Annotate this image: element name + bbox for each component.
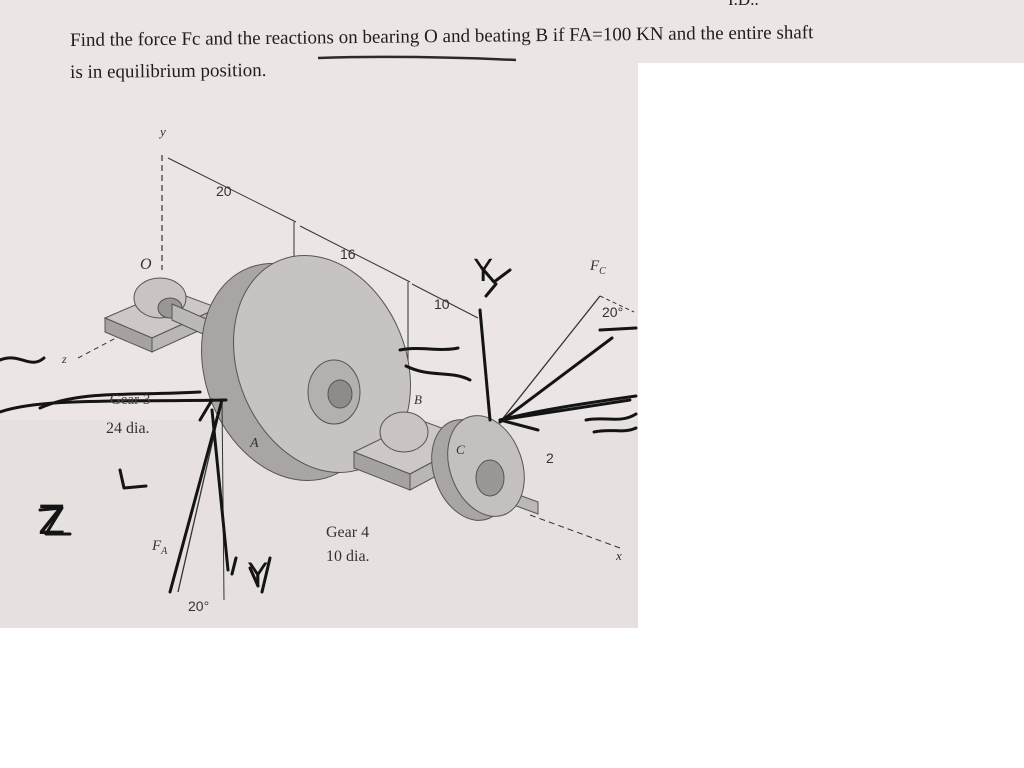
force-fa-label: FA	[152, 538, 167, 557]
gear-a-diameter: 24 dia.	[106, 420, 150, 437]
fa-angle: 20°	[188, 598, 210, 614]
force-fa-main: F	[152, 538, 162, 554]
handwritten-y-bottom: Y	[248, 556, 268, 594]
label-c: C	[456, 442, 465, 457]
force-fc-sub: C	[599, 266, 606, 277]
gear4-label-line2: 10 dia.	[326, 548, 370, 565]
z-axis-label: z	[62, 352, 67, 366]
dim-16-leader	[299, 225, 411, 283]
x-axis-label: x	[616, 548, 622, 563]
force-fa-sub: A	[161, 546, 168, 557]
dim-20: 20	[216, 183, 232, 199]
force-fc-label: FC	[590, 258, 606, 277]
white-cutout	[638, 63, 1024, 628]
handwritten-marks	[0, 266, 638, 594]
gear-a-struck-label: Gear 3	[110, 392, 151, 408]
label-a: A	[250, 436, 259, 451]
gear4-label-line1: Gear 4	[326, 524, 370, 541]
gear-c	[431, 415, 525, 521]
origin-label: O	[140, 256, 152, 273]
problem-statement-line2: is in equilibrium position.	[70, 59, 267, 83]
dim-20-leader	[167, 157, 297, 223]
dim-10-leader	[411, 283, 479, 319]
fc-arrow-line	[499, 295, 601, 423]
fc-ref-line	[599, 295, 635, 313]
fa-vertical-ref	[221, 399, 225, 601]
handwritten-z: Z	[38, 498, 66, 544]
label-b: B	[414, 392, 422, 407]
gear-a	[201, 254, 411, 482]
fc-angle: 20°	[602, 304, 624, 320]
handwritten-y-top: Y	[474, 254, 493, 289]
force-fc-main: F	[590, 258, 600, 274]
y-axis-label: y	[160, 124, 166, 139]
dim-2: 2	[546, 450, 554, 466]
handwritten-underline	[317, 55, 517, 62]
x-axis-line	[529, 514, 621, 549]
dim-10: 10	[434, 296, 450, 312]
dim-16: 16	[340, 246, 356, 262]
top-cut-text: I.D..	[728, 0, 759, 10]
